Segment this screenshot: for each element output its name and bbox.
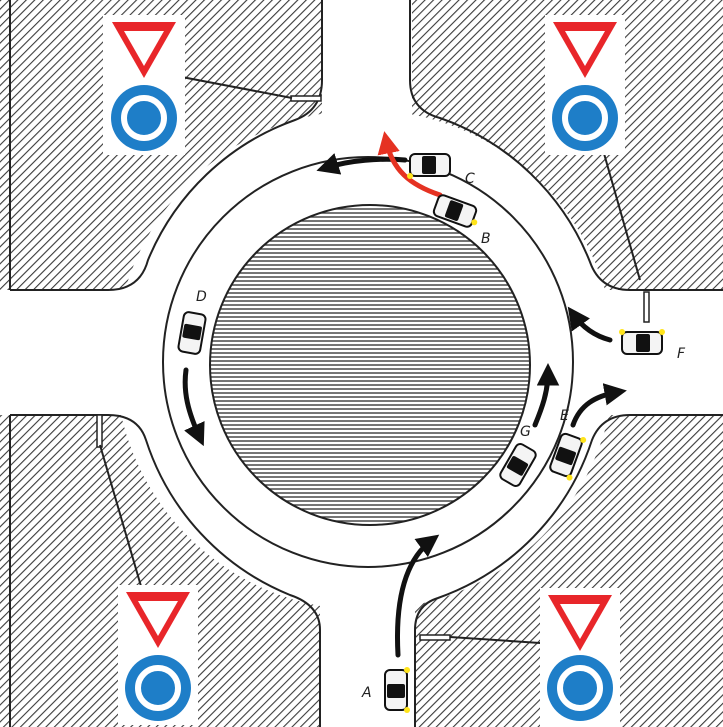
car-g [499,443,537,487]
arrow-d [182,367,205,447]
car-b [432,194,478,228]
roundabout-sign-icon [547,655,613,721]
arrow-e [570,383,627,428]
car-label-a: A [361,685,372,701]
arrow-g [532,363,560,428]
car-f [619,329,665,355]
car-e [549,432,587,481]
car-label-b: B [481,231,491,247]
car-c [407,153,451,179]
stop-bars [96,95,650,641]
central-island [209,204,531,526]
roundabout-sign-icon [111,85,177,151]
arrow-c [316,153,408,175]
car-label-d: D [196,289,207,305]
arrow-b-red [377,131,443,198]
car-label-f: F [677,346,686,362]
sign-ne [545,15,625,155]
car-label-e: E [560,408,569,424]
car-label-g: G [520,424,531,440]
roundabout-sign-icon [552,85,618,151]
car-label-c: C [465,171,475,187]
movement-arrows [182,131,627,658]
sign-se [540,588,620,727]
arrow-f [567,306,613,343]
sign-nw [103,15,185,155]
arrow-a [395,534,440,658]
inner-lane-edge [162,156,574,568]
sign-sw [118,585,198,725]
roundabout-sign-icon [125,655,191,721]
road-outlines [9,0,723,727]
car-d [177,311,207,355]
car-a [384,667,410,713]
